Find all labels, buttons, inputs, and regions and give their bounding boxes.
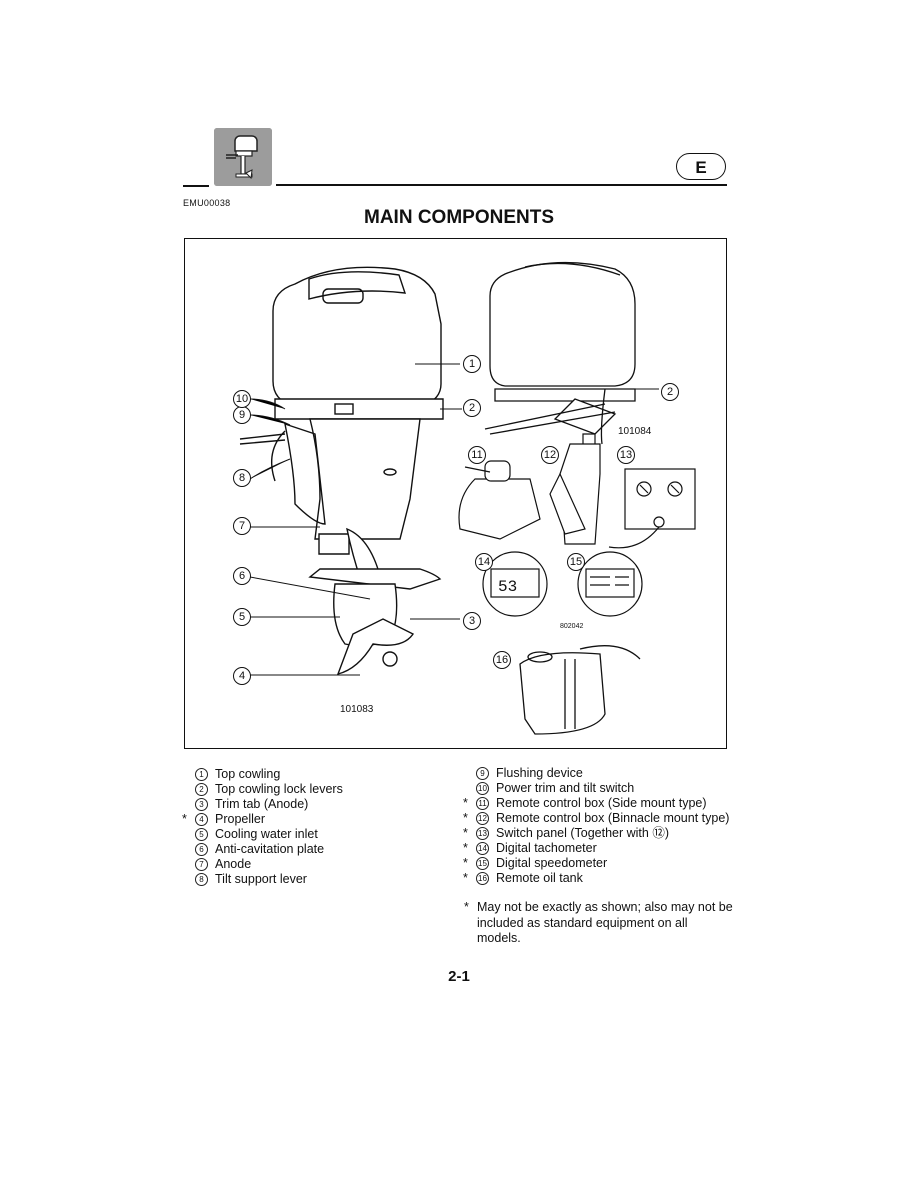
header-rule — [276, 184, 727, 186]
callout-2: 2 — [463, 399, 481, 417]
callout-4: 4 — [233, 667, 251, 685]
callout-16: 16 — [493, 651, 511, 669]
document-code: EMU00038 — [183, 198, 231, 208]
header-rule-left — [183, 185, 209, 187]
callout-15: 15 — [567, 553, 585, 571]
components-illustration: 53 — [239, 261, 696, 735]
callout-14: 14 — [475, 553, 493, 571]
callout-1: 1 — [463, 355, 481, 373]
page-number: 2-1 — [448, 968, 470, 985]
figure-number-gauges: 802042 — [560, 623, 584, 630]
footnote-marker: * — [464, 900, 469, 914]
callout-9: 9 — [233, 406, 251, 424]
callout-7: 7 — [233, 517, 251, 535]
callout-6: 6 — [233, 567, 251, 585]
page-title: MAIN COMPONENTS — [364, 207, 554, 228]
footnote: * May not be exactly as shown; also may … — [464, 900, 734, 947]
figure-number-main: 101083 — [340, 704, 374, 715]
callout-10: 10 — [233, 390, 251, 408]
callout-2b: 2 — [661, 383, 679, 401]
callout-11: 11 — [468, 446, 486, 464]
outboard-motor-icon — [214, 128, 272, 186]
callout-5: 5 — [233, 608, 251, 626]
tachometer-reading: 53 — [498, 578, 517, 596]
callout-8: 8 — [233, 469, 251, 487]
footnote-text: May not be exactly as shown; also may no… — [477, 900, 733, 945]
figure-number-top: 101084 — [618, 426, 652, 437]
components-figure: 53 1 2 2 — [184, 238, 727, 749]
language-badge: E — [676, 153, 726, 180]
callout-12: 12 — [541, 446, 559, 464]
callout-13: 13 — [617, 446, 635, 464]
callout-3: 3 — [463, 612, 481, 630]
